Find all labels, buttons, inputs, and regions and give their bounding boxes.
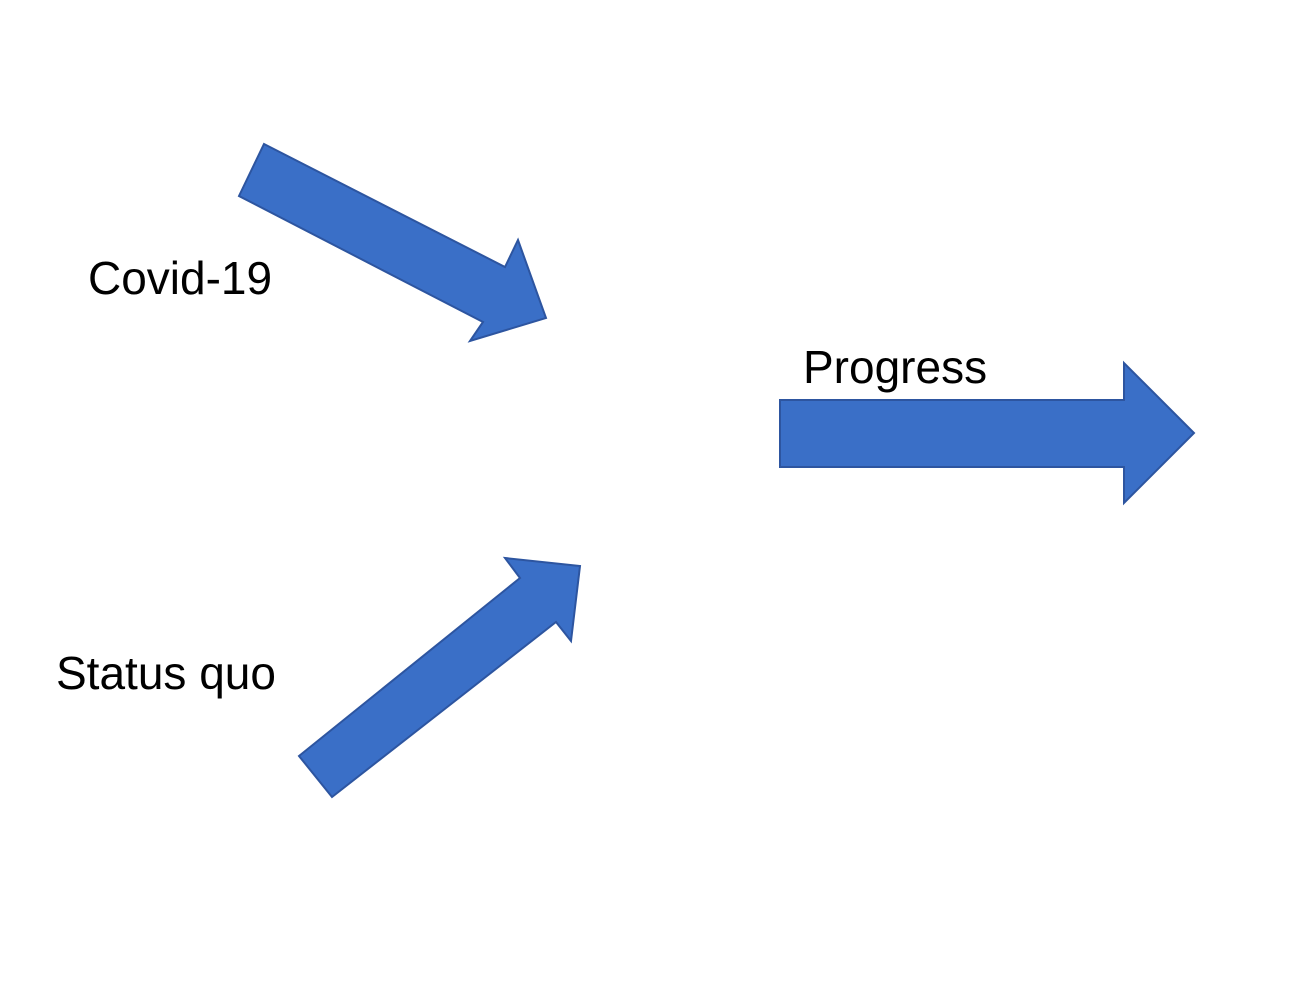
status-quo-arrow (297, 556, 582, 799)
covid-label: Covid-19 (88, 252, 273, 304)
covid-arrow (237, 142, 548, 343)
progress-label: Progress (803, 341, 988, 393)
progress-arrow (779, 360, 1196, 506)
status-quo-label: Status quo (56, 647, 276, 699)
